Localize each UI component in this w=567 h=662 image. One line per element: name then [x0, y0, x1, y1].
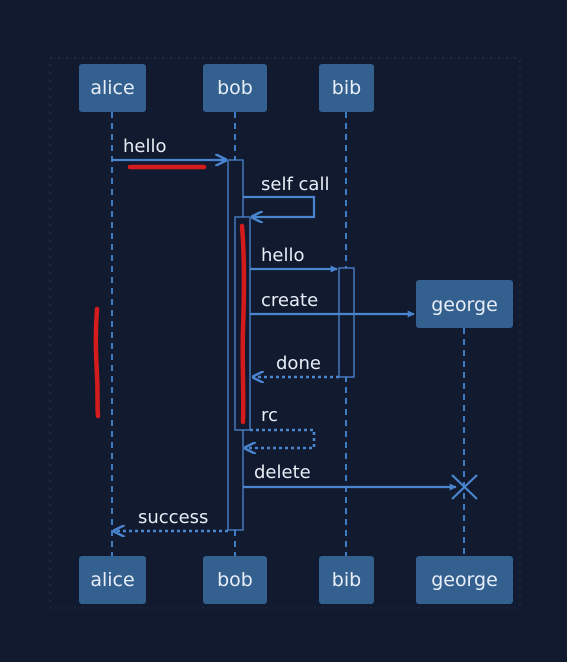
- message-label-hello-1: hello: [123, 136, 167, 157]
- participant-label: bob: [217, 77, 253, 99]
- participant-label: george: [431, 569, 498, 591]
- participant-label: bib: [332, 77, 361, 99]
- message-label-create: create: [261, 290, 318, 311]
- participant-bib-bottom: bib: [319, 556, 374, 604]
- participant-george-created: george: [416, 280, 513, 328]
- participant-label: bob: [217, 569, 253, 591]
- message-label-hello-2: hello: [261, 245, 305, 266]
- participant-alice-bottom: alice: [79, 556, 146, 604]
- participant-label: alice: [90, 77, 134, 99]
- message-arrow-rc: [245, 428, 316, 448]
- message-label-rc: rc: [261, 405, 278, 426]
- participant-george-bottom: george: [416, 556, 513, 604]
- message-label-success: success: [138, 507, 208, 528]
- participant-alice-top: alice: [79, 64, 146, 112]
- diagram-frame: [49, 57, 521, 609]
- participant-label: bib: [332, 569, 361, 591]
- destroy-marker: [451, 474, 478, 500]
- message-label-done: done: [276, 353, 321, 374]
- participant-bib-top: bib: [319, 64, 374, 112]
- participant-bob-top: bob: [203, 64, 267, 112]
- message-arrow-self-call: [243, 195, 316, 217]
- annotation-stroke-alice: [93, 306, 101, 419]
- participant-label: george: [431, 294, 498, 316]
- activation-bib: [338, 267, 355, 378]
- participant-label: alice: [90, 569, 134, 591]
- message-label-delete: delete: [254, 462, 311, 483]
- annotation-stroke-bob: [239, 223, 247, 425]
- participant-bob-bottom: bob: [203, 556, 267, 604]
- message-label-self-call: self call: [261, 174, 329, 195]
